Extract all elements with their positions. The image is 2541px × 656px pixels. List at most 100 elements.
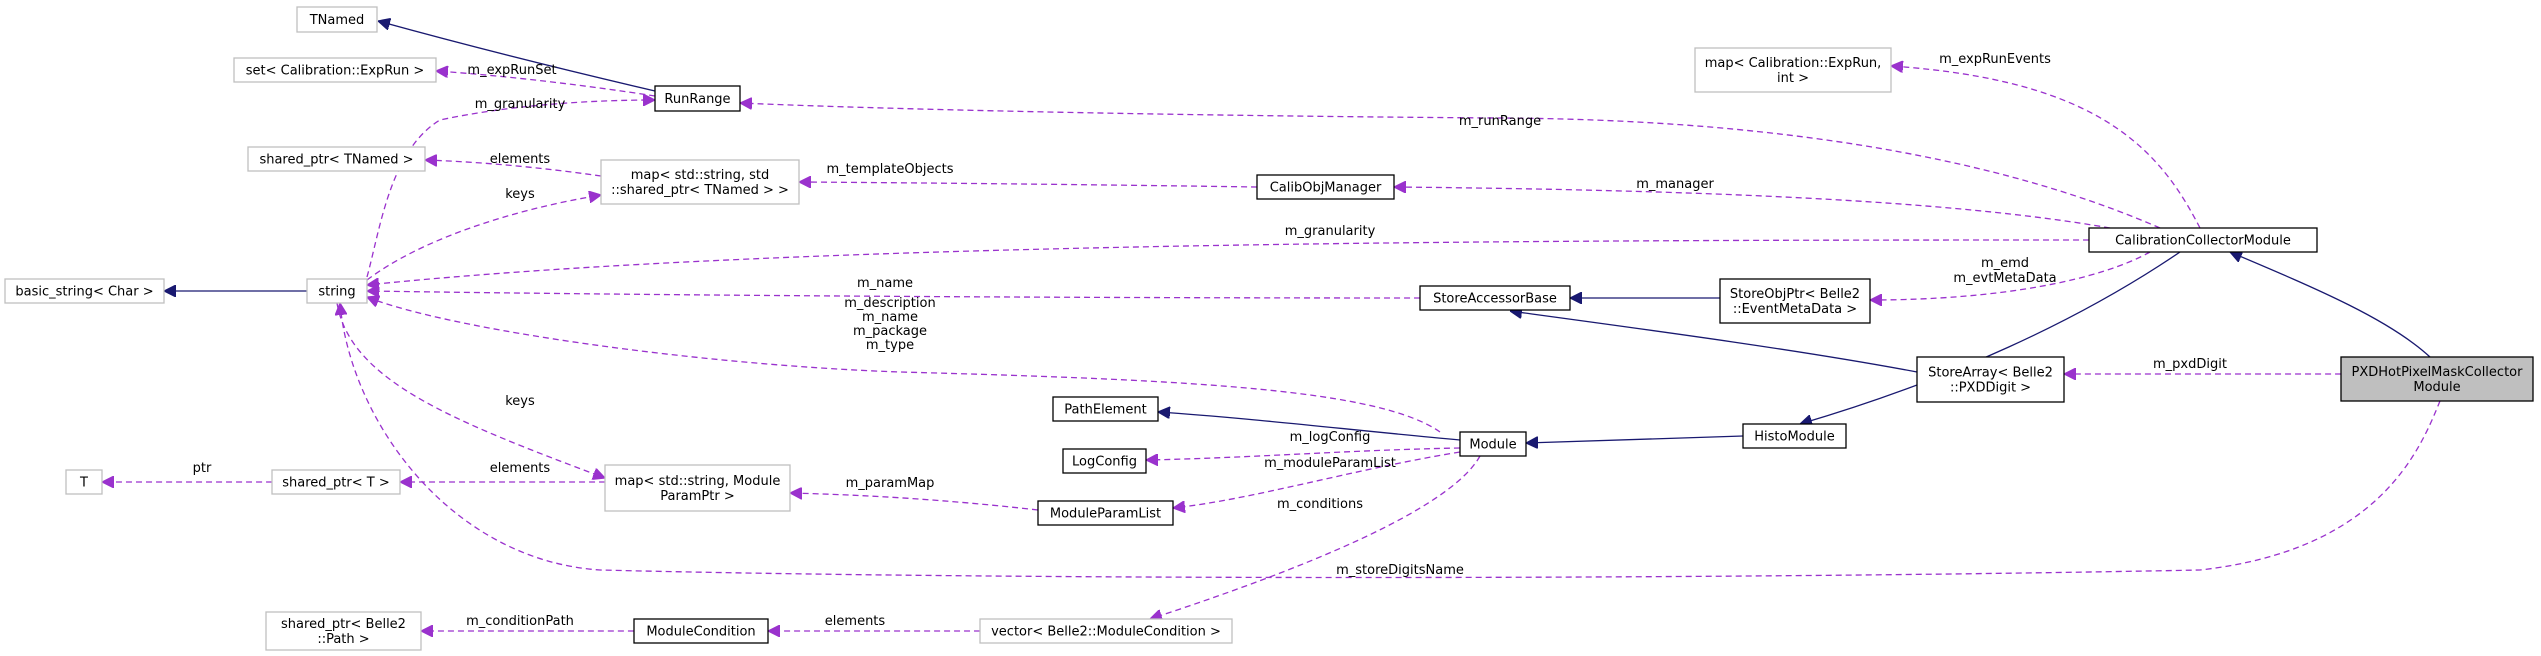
class-box[interactable] <box>247 146 426 172</box>
class-node-shared-tnamed[interactable]: shared_ptr< TNamed > <box>247 146 426 172</box>
class-box[interactable] <box>1742 423 1847 449</box>
class-node-logconfig[interactable]: LogConfig <box>1062 448 1147 474</box>
class-name: HistoModule <box>1754 430 1834 445</box>
class-node-runrange[interactable]: RunRange <box>654 85 741 112</box>
class-name: vector< Belle2::ModuleCondition > <box>991 625 1221 640</box>
class-box[interactable] <box>4 278 165 304</box>
class-box[interactable] <box>654 85 741 112</box>
class-node-vector-cond[interactable]: vector< Belle2::ModuleCondition > <box>979 618 1233 644</box>
usage-arrow <box>740 103 2161 229</box>
edge-set_exprun-to-runrange: m_expRunSet <box>436 63 656 97</box>
class-box[interactable] <box>1052 396 1159 422</box>
usage-arrow <box>1891 66 2201 229</box>
class-box[interactable] <box>2340 356 2534 402</box>
edge-vector_cond-to-module: m_conditions <box>1150 455 1481 619</box>
class-box[interactable] <box>1037 500 1174 526</box>
class-box[interactable] <box>306 278 368 304</box>
edge-label: m_name <box>862 310 918 325</box>
class-node-set-exprun[interactable]: set< Calibration::ExpRun > <box>233 57 437 83</box>
class-box[interactable] <box>1459 431 1527 457</box>
edge-shared_tnamed-to-map_template: elements <box>425 152 602 177</box>
usage-arrow <box>1173 451 1461 508</box>
class-node-storeaccessor[interactable]: StoreAccessorBase <box>1419 285 1571 311</box>
class-node-calibcollector[interactable]: CalibrationCollectorModule <box>2088 227 2318 253</box>
edge-string-to-storeaccessor: m_name <box>367 276 1421 299</box>
edge-label: m_runRange <box>1459 114 1541 129</box>
class-node-histomodule[interactable]: HistoModule <box>1742 423 1847 449</box>
class-box[interactable] <box>604 464 791 512</box>
edge-label: elements <box>490 152 551 167</box>
inheritance-arrow <box>2230 252 2431 358</box>
usage-arrow <box>367 297 1441 433</box>
class-name: LogConfig <box>1072 455 1137 470</box>
class-name: ParamPtr > <box>660 489 735 504</box>
class-box[interactable] <box>1419 285 1571 311</box>
class-node-tnamed[interactable]: TNamed <box>296 6 378 33</box>
class-node-string[interactable]: string <box>306 278 368 304</box>
edge-label: m_moduleParamList <box>1264 456 1396 471</box>
usage-arrow <box>336 302 605 478</box>
class-name: StoreObjPtr< Belle2 <box>1730 287 1860 302</box>
class-node-map-template[interactable]: map< std::string, std::shared_ptr< TName… <box>600 159 800 205</box>
usage-arrow <box>367 239 2090 285</box>
class-node-t[interactable]: T <box>65 469 103 495</box>
edge-string-to-map_param: keys <box>336 302 605 478</box>
class-name: TNamed <box>309 13 365 28</box>
class-name: shared_ptr< Belle2 <box>281 617 406 632</box>
class-node-shared-t[interactable]: shared_ptr< T > <box>271 469 401 495</box>
usage-arrow <box>1394 187 2111 229</box>
inheritance-arrow <box>1526 435 1744 443</box>
edge-label: elements <box>490 461 551 476</box>
class-box[interactable] <box>2088 227 2318 253</box>
edge-label: m_manager <box>1636 177 1714 192</box>
class-node-moduleparamlist[interactable]: ModuleParamList <box>1037 500 1174 526</box>
class-box[interactable] <box>1916 356 2065 403</box>
edge-runrange-to-tnamed <box>378 21 656 92</box>
class-box[interactable] <box>979 618 1233 644</box>
class-node-module[interactable]: Module <box>1459 431 1527 457</box>
edge-histomodule-to-module <box>1526 435 1744 443</box>
class-box[interactable] <box>1694 47 1892 93</box>
class-node-modulecondition[interactable]: ModuleCondition <box>633 618 769 644</box>
inheritance-arrow <box>1510 311 1918 373</box>
class-node-calibobj[interactable]: CalibObjManager <box>1256 174 1395 200</box>
inheritance-arrow <box>378 21 656 92</box>
edge-label: m_granularity <box>475 97 566 112</box>
edge-label: m_conditionPath <box>466 614 574 629</box>
class-node-pathelement[interactable]: PathElement <box>1052 396 1159 422</box>
class-node-storeobjptr[interactable]: StoreObjPtr< Belle2::EventMetaData > <box>1719 278 1871 324</box>
class-name: ::shared_ptr< TNamed > > <box>611 183 789 198</box>
class-box[interactable] <box>1719 278 1871 324</box>
class-box[interactable] <box>1062 448 1147 474</box>
class-name: map< Calibration::ExpRun, <box>1705 56 1882 71</box>
usage-arrow <box>425 160 602 177</box>
class-name: ::Path > <box>317 632 369 647</box>
class-node-storearray[interactable]: StoreArray< Belle2::PXDDigit > <box>1916 356 2065 403</box>
edge-label: m_conditions <box>1277 497 1363 512</box>
edge-label: m_evtMetaData <box>1953 271 2056 286</box>
class-box[interactable] <box>65 469 103 495</box>
class-node-basic-string[interactable]: basic_string< Char > <box>4 278 165 304</box>
class-node-shared-path[interactable]: shared_ptr< Belle2::Path > <box>265 611 422 651</box>
class-box[interactable] <box>600 159 800 205</box>
edge-map_exprun-to-calibcollector: m_expRunEvents <box>1891 52 2201 229</box>
edge-label: m_emd <box>1981 256 2029 271</box>
edge-string-to-pxdhot: m_storeDigitsName <box>340 303 2441 579</box>
class-box[interactable] <box>265 611 422 651</box>
edge-logconfig-to-module: m_logConfig <box>1146 430 1461 460</box>
class-box[interactable] <box>233 57 437 83</box>
class-box[interactable] <box>296 6 378 33</box>
class-box[interactable] <box>1256 174 1395 200</box>
class-name: map< std::string, std <box>631 168 770 183</box>
class-node-map-exprun[interactable]: map< Calibration::ExpRun,int > <box>1694 47 1892 93</box>
class-box[interactable] <box>633 618 769 644</box>
class-name: ModuleParamList <box>1050 507 1161 522</box>
class-box[interactable] <box>271 469 401 495</box>
usage-arrow <box>799 182 1258 187</box>
usage-arrow <box>436 71 656 97</box>
